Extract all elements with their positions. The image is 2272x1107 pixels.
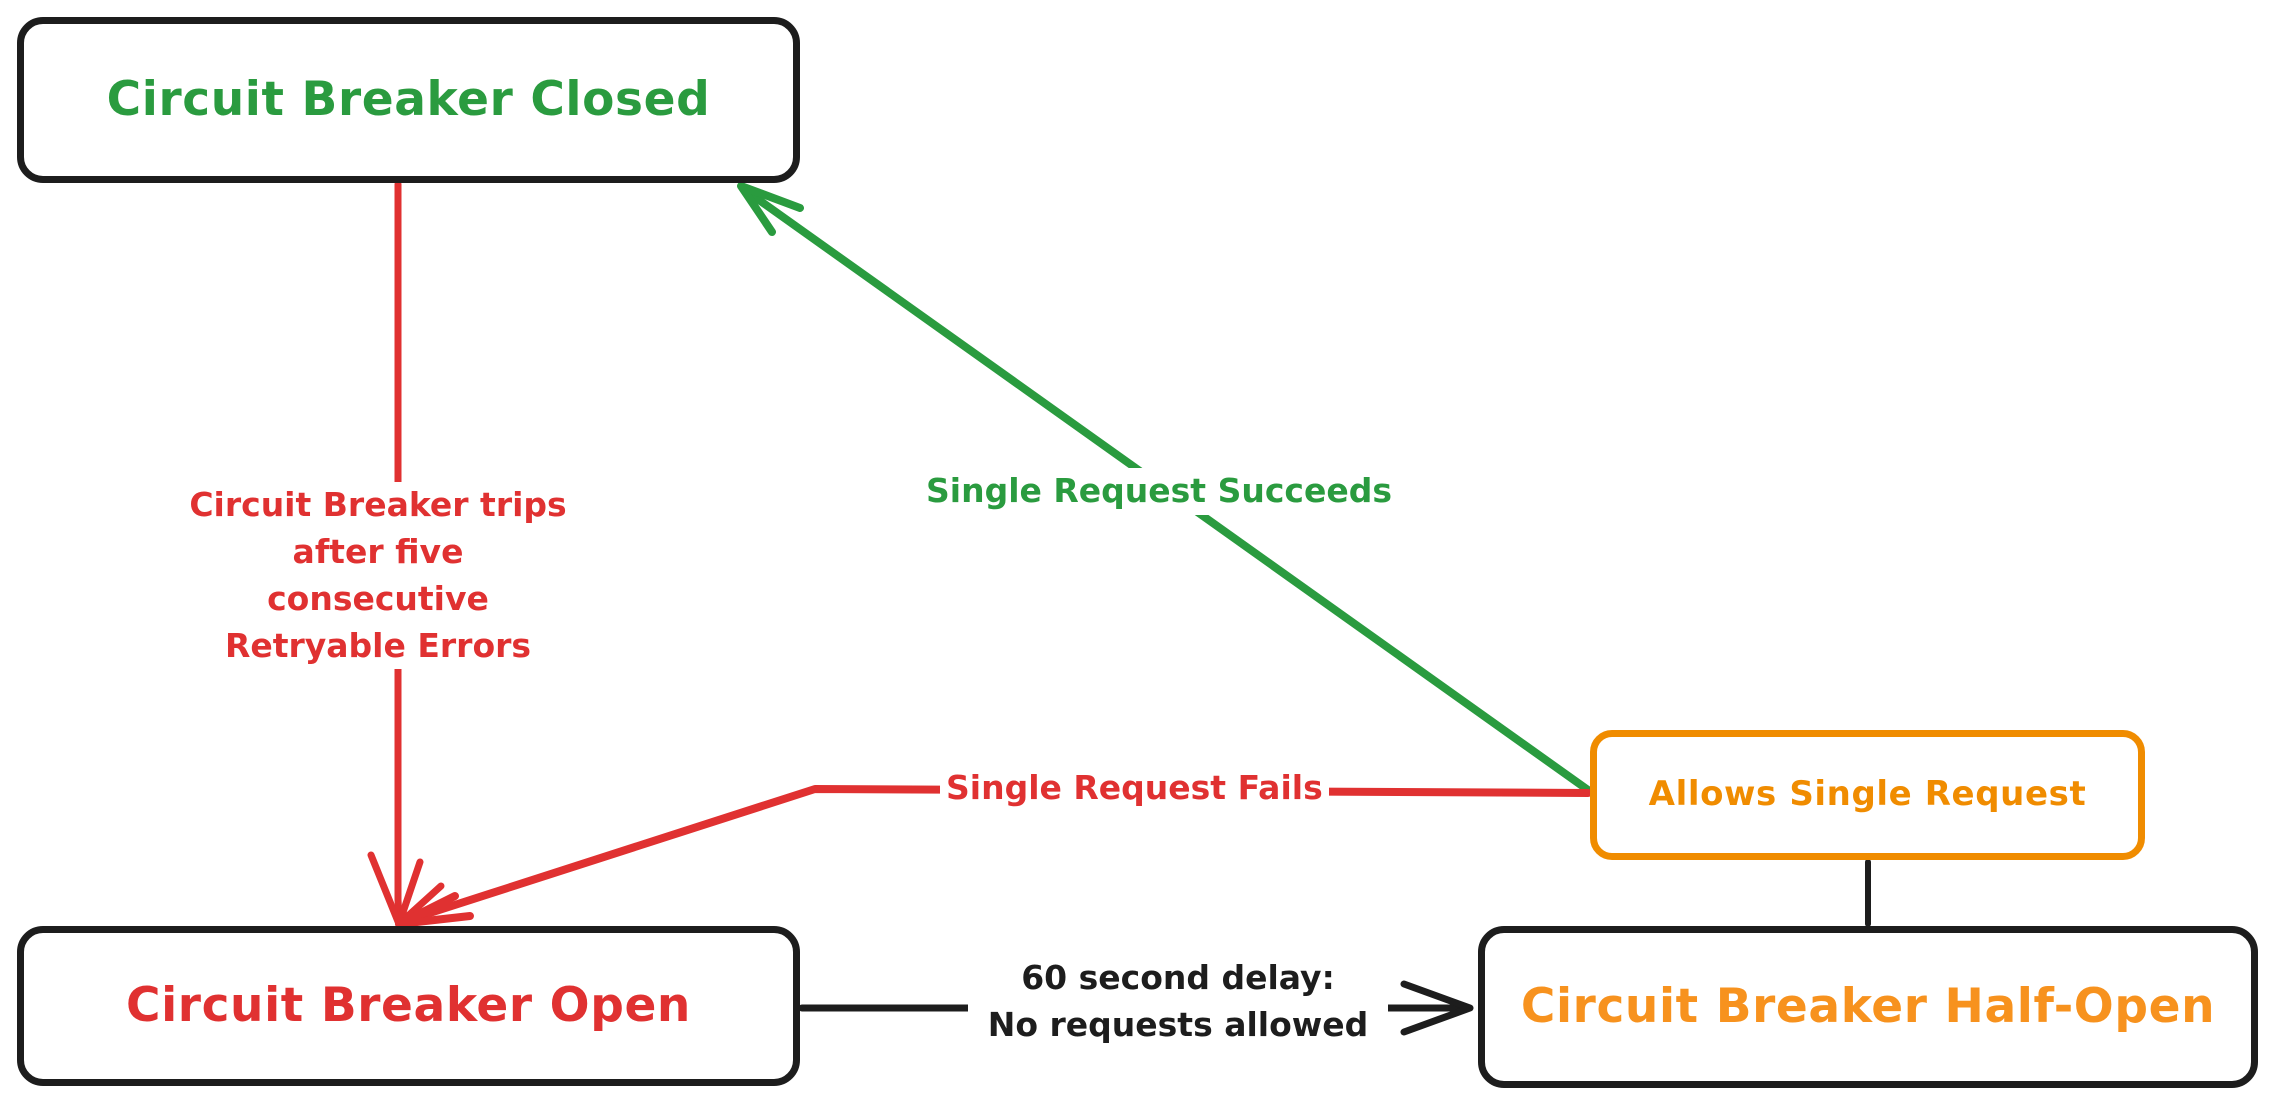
node-circuit-breaker-open[interactable]: Circuit Breaker Open bbox=[17, 926, 800, 1086]
edge-label-line-2: after five consecutive bbox=[267, 531, 489, 618]
node-circuit-breaker-closed[interactable]: Circuit Breaker Closed bbox=[17, 17, 800, 183]
edge-label-line-2: No requests allowed bbox=[987, 1004, 1369, 1044]
node-allows-single-request[interactable]: Allows Single Request bbox=[1590, 730, 2145, 860]
edge-label-allows-to-closed: Single Request Succeeds bbox=[920, 468, 1398, 515]
edge-label-open-to-half-open: 60 second delay: No requests allowed bbox=[968, 955, 1388, 1049]
edge-label-allows-to-open: Single Request Fails bbox=[940, 765, 1329, 812]
node-half-open-label: Circuit Breaker Half-Open bbox=[1520, 979, 2216, 1035]
edge-allows-to-open bbox=[395, 785, 1592, 928]
edge-label-line-3: Retryable Errors bbox=[224, 625, 532, 665]
node-closed-label: Circuit Breaker Closed bbox=[106, 72, 711, 128]
edge-label-line-1: 60 second delay: bbox=[1021, 958, 1335, 997]
edge-label-closed-to-open: Circuit Breaker trips after five consecu… bbox=[178, 482, 578, 670]
edge-label-line-1: Circuit Breaker trips bbox=[189, 485, 567, 524]
node-circuit-breaker-half-open[interactable]: Circuit Breaker Half-Open bbox=[1478, 926, 2258, 1088]
node-open-label: Circuit Breaker Open bbox=[126, 978, 691, 1034]
node-allows-label: Allows Single Request bbox=[1648, 774, 2087, 815]
